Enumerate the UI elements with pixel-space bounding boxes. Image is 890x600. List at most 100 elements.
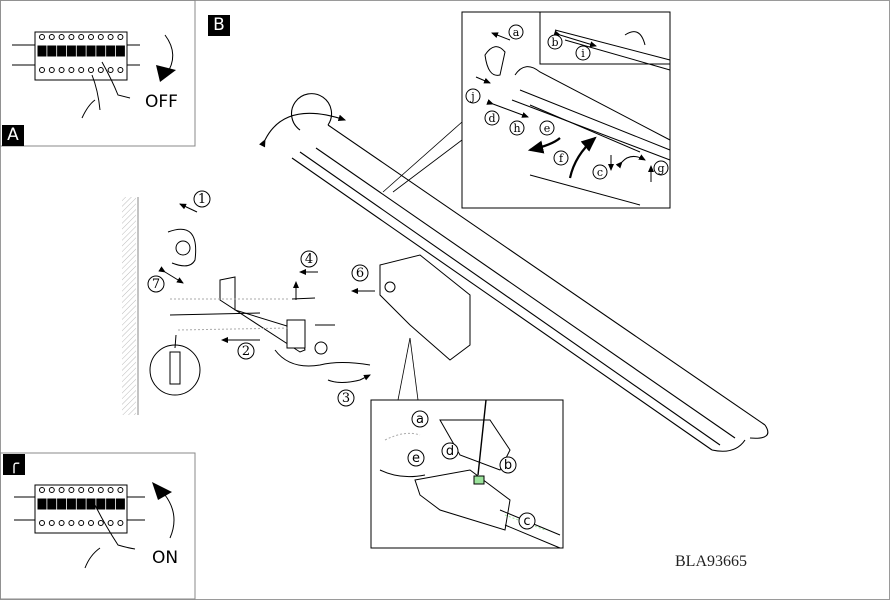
terminal-screw-icon (58, 520, 65, 526)
terminal-screw-icon (68, 487, 75, 493)
label-c-circle (518, 512, 536, 530)
step-7: 7 (152, 277, 160, 292)
terminal-screw-icon (107, 487, 114, 493)
step-numbers: 1234567 (147, 190, 545, 427)
terminal-screw-icon (39, 34, 45, 40)
panel-a-switch-off (0, 0, 196, 147)
terminal-screw-icon (78, 34, 85, 40)
terminal-screw-icon (68, 67, 75, 73)
hand-icon (84, 504, 136, 569)
label-e-circle (539, 120, 555, 136)
step-3-circle (337, 389, 355, 407)
label-e: e (544, 122, 551, 135)
label-j: j (469, 90, 474, 103)
breaker-switch (86, 498, 96, 510)
label-f: f (559, 152, 564, 165)
terminal-screw-icon (78, 487, 85, 493)
rotate-arrow-icon (164, 494, 175, 539)
step-1-circle (193, 190, 211, 208)
terminal-screw-icon (107, 67, 114, 73)
label-d: d (446, 444, 454, 459)
breaker-switch (37, 45, 47, 57)
terminal-screw-icon (97, 67, 104, 73)
terminal-screw-icon (58, 67, 65, 73)
breaker-switch (47, 45, 57, 57)
terminal-screw-icon (58, 34, 65, 40)
breaker-switch (57, 498, 67, 510)
wall-bracket-assembly (122, 197, 471, 415)
terminal-screw-icon (117, 34, 124, 40)
step-3: 3 (342, 391, 350, 406)
terminal-screw-icon (97, 34, 104, 40)
panel-c-switch-on (0, 452, 196, 600)
terminal-screw-icon (107, 520, 114, 526)
terminal-screw-icon (88, 34, 94, 40)
breaker-switch (66, 45, 76, 57)
label-g: g (657, 162, 664, 175)
breaker-switch (96, 498, 106, 510)
panel-a-badge: A (2, 125, 24, 146)
terminal-screw-icon (78, 520, 85, 526)
label-h-circle (509, 120, 525, 136)
terminal-screw-icon (117, 67, 124, 73)
breaker-switch (106, 45, 116, 57)
label-b-circle (499, 456, 517, 474)
terminal-screw-icon (117, 487, 124, 493)
breaker-switch (96, 45, 106, 57)
label-c: c (597, 166, 603, 179)
terminal-screw-icon (48, 67, 55, 73)
terminal-screw-icon (88, 67, 94, 73)
breaker-switch (76, 45, 86, 57)
breaker-switch (115, 45, 125, 57)
switch-on-label: ON (152, 548, 179, 568)
terminal-screw-icon (68, 34, 75, 40)
label-d-circle (484, 110, 500, 126)
terminal-screw-icon (88, 520, 94, 526)
breaker-panel (12, 31, 140, 81)
switch-off-label: OFF (145, 92, 178, 112)
breaker-switch (47, 498, 57, 510)
product-code: BLA93665 (675, 553, 747, 570)
step-6: 6 (356, 266, 364, 281)
detail-bottom-letters: a e d b c (407, 410, 536, 530)
label-a-circle (411, 410, 429, 428)
terminal-screw-icon (88, 487, 94, 493)
step-2-circle (237, 342, 255, 360)
terminal-screw-icon (39, 67, 45, 73)
label-a: a (416, 412, 424, 427)
breaker-switch (115, 498, 125, 510)
label-c: c (523, 514, 530, 529)
terminal-screw-icon (97, 487, 104, 493)
label-a-circle (508, 24, 524, 40)
label-b: b (504, 458, 512, 473)
panel-c-badge: ╭ (3, 454, 25, 475)
terminal-screw-icon (48, 34, 55, 40)
terminal-screw-icon (78, 67, 85, 73)
step-2: 2 (242, 344, 250, 359)
terminal-screw-icon (107, 34, 114, 40)
breaker-switch (57, 45, 67, 57)
detail-terminal-block (370, 399, 564, 549)
label-d-circle (441, 442, 459, 460)
label-g-circle (653, 160, 669, 176)
breaker-switch (76, 498, 86, 510)
breaker-switch (86, 45, 96, 57)
label-e: e (412, 451, 420, 466)
terminal-screw-icon (97, 520, 104, 526)
step-6-circle (351, 264, 369, 282)
rotate-arrow-icon (259, 112, 347, 148)
breaker-switch (106, 498, 116, 510)
label-b-circle (547, 34, 563, 50)
label-i: i (581, 47, 585, 60)
label-i-circle (575, 45, 591, 61)
terminal-screw-icon (68, 520, 75, 526)
label-c-circle (592, 164, 608, 180)
label-d: d (488, 112, 495, 125)
terminal-screw-icon (39, 487, 45, 493)
terminal-screw-icon (58, 487, 65, 493)
label-f-circle (553, 150, 569, 166)
step-4: 4 (305, 252, 313, 267)
step-1: 1 (198, 192, 206, 207)
